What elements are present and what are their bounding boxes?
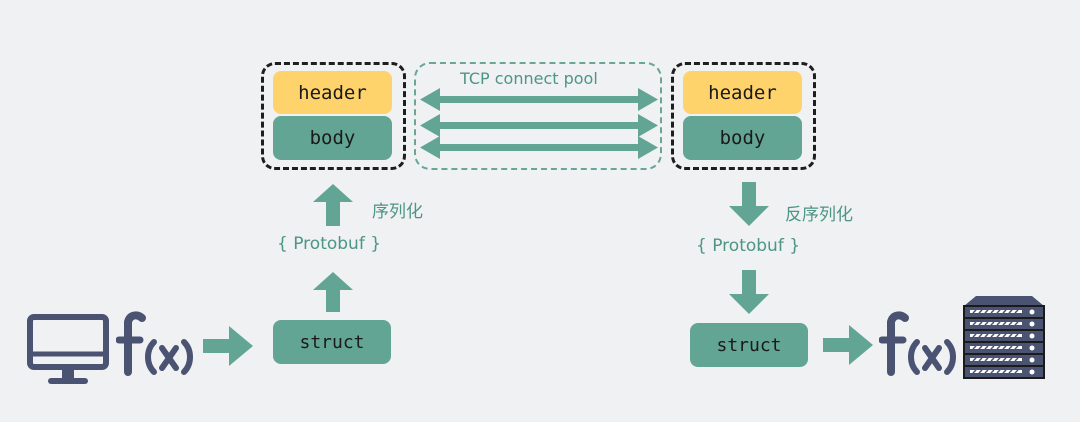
client-protobuf-label: { Protobuf } bbox=[277, 234, 382, 254]
arrow-up-icon bbox=[313, 272, 353, 312]
tcp-connection-arrow bbox=[420, 88, 658, 111]
server-header-block: header bbox=[683, 71, 802, 114]
arrow-right-icon bbox=[203, 326, 253, 366]
arrow-up-icon bbox=[313, 184, 353, 226]
client-header-block: header bbox=[273, 71, 392, 114]
client-struct-block: struct bbox=[273, 320, 391, 364]
server-struct-block: struct bbox=[690, 323, 808, 367]
tcp-connections-arrows bbox=[420, 88, 658, 159]
arrow-down-icon bbox=[729, 270, 769, 314]
function-fx-icon bbox=[878, 306, 959, 386]
tcp-connection-arrow bbox=[420, 136, 658, 159]
function-fx-icon bbox=[115, 306, 196, 386]
deserialize-label: 反序列化 bbox=[785, 205, 853, 225]
serialize-label: 序列化 bbox=[372, 202, 423, 222]
server-body-block: body bbox=[683, 116, 802, 160]
tcp-pool-label: TCP connect pool bbox=[460, 69, 598, 88]
server-rack-icon bbox=[963, 296, 1045, 379]
tcp-connection-pool-box bbox=[414, 62, 662, 170]
tcp-connection-arrow bbox=[420, 114, 658, 137]
client-body-block: body bbox=[273, 116, 392, 160]
arrow-down-icon bbox=[729, 182, 769, 226]
server-message-box bbox=[671, 62, 816, 170]
arrow-right-icon bbox=[823, 325, 873, 365]
client-message-box bbox=[261, 62, 406, 170]
monitor-icon bbox=[27, 314, 109, 384]
server-protobuf-label: { Protobuf } bbox=[696, 236, 801, 256]
